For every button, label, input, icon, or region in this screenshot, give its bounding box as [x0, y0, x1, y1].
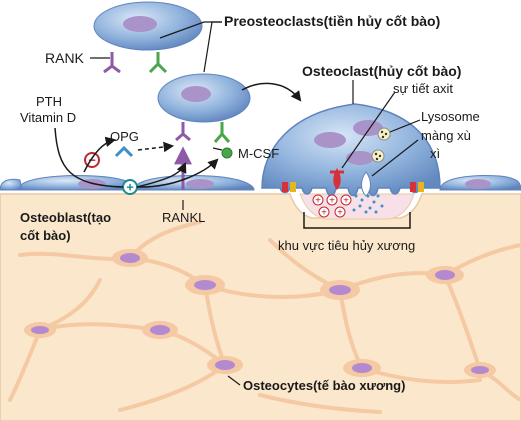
svg-text:+: + — [126, 180, 134, 195]
opg-icon — [114, 145, 134, 158]
osteoclast-label: Osteoclast(hủy cốt bào) — [302, 63, 461, 79]
mcsf-receptor-icon — [213, 122, 231, 143]
osteoblast-label: Osteoblast(tạo — [20, 210, 111, 225]
mcsf-receptor-icon — [148, 52, 168, 74]
enzyme-dots — [352, 194, 384, 214]
lysosome-label: Lysosome — [421, 109, 480, 124]
svg-text:+: + — [337, 208, 343, 219]
svg-text:+: + — [315, 196, 321, 207]
svg-text:+: + — [343, 196, 349, 207]
mcsf-ligand-icon — [221, 147, 233, 159]
ruffled-border-icon — [361, 171, 371, 197]
svg-text:+: + — [329, 196, 335, 207]
vitamin-d-label: Vitamin D — [20, 110, 76, 125]
svg-text:+: + — [321, 208, 327, 219]
mcsf-label: M-CSF — [238, 146, 279, 161]
osteocyte-cells — [24, 249, 496, 378]
opg-label: OPG — [110, 129, 139, 144]
proton-symbols: + + + + + — [312, 194, 352, 219]
rankl-label: RANKL — [162, 210, 205, 225]
lysosome-icon — [371, 127, 391, 163]
svg-text:−: − — [88, 153, 96, 168]
integrin-icon — [282, 182, 424, 192]
pth-label: PTH — [36, 94, 62, 109]
osteoclast-cell — [261, 103, 441, 197]
ruffled-border-label: màng xù — [421, 128, 471, 143]
rank-label: RANK — [45, 50, 85, 66]
opg-to-rankl-arrow — [137, 141, 175, 153]
rank-receptor-icon — [103, 52, 121, 74]
resorption-zone-label: khu vực tiêu hủy xương — [278, 238, 415, 253]
labels: Preosteoclasts(tiền hủy cốt bào) RANK Os… — [20, 13, 480, 393]
stimulate-icon: + — [122, 179, 138, 195]
preosteoclast-top — [93, 1, 203, 51]
resorption-zone-bracket — [303, 212, 411, 229]
ruffled-border-label-2: xì — [430, 146, 440, 161]
acid-secretion-icon — [330, 168, 344, 190]
preosteoclast-middle — [157, 73, 251, 123]
osteoblast-label-2: cốt bào) — [20, 228, 71, 243]
signal-arrows — [54, 82, 302, 188]
rank-receptor-icon — [175, 122, 191, 142]
acid-secretion-label: sự tiết axit — [393, 81, 453, 96]
leader-lines — [90, 21, 421, 386]
osteocytes-label: Osteocytes(tế bào xương) — [243, 378, 405, 393]
preosteoclasts-label: Preosteoclasts(tiền hủy cốt bào) — [224, 13, 440, 29]
